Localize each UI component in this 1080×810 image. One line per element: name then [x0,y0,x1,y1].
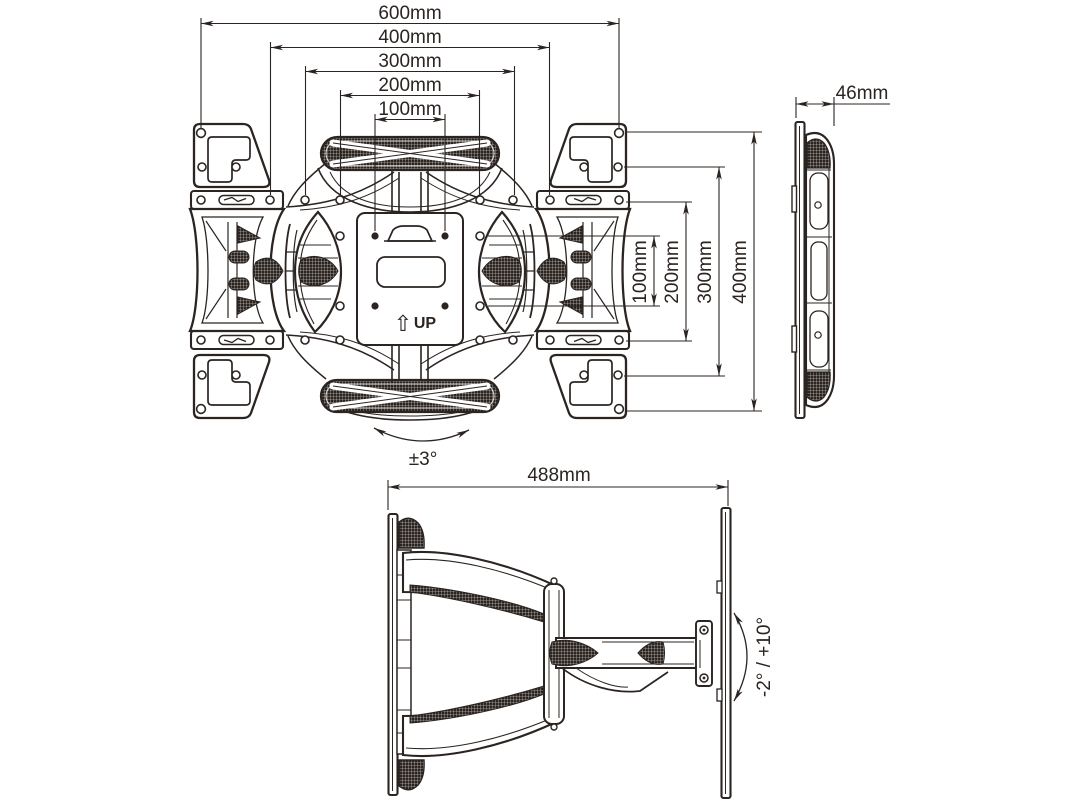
dim-v-300mm [624,166,725,377]
lower-arm [401,680,558,758]
dim-v-200mm [626,201,692,342]
vesa-hole [371,302,379,310]
side-rail-left [188,207,286,333]
dim-label-v-300mm: 300mm [695,240,716,303]
tilt-angle-label: -2° / +10° [754,617,775,697]
vertical-dimensions [488,131,762,412]
wall-bracket [695,620,713,687]
crescent-arm-left [293,210,343,334]
rail-band-top-right [535,189,631,211]
dim-label-300mm: 300mm [378,51,441,72]
side-view: 46mm [791,83,890,420]
dim-label-100mm: 100mm [378,99,441,120]
horizontal-dimensions [200,18,620,231]
middle-arm [549,637,699,693]
depth-dimension: 46mm [795,83,890,126]
dim-200mm [339,90,481,195]
swivel-angle-label: ±3° [409,449,438,470]
corner-plate-bottom-left [192,353,271,420]
up-label: UP [414,315,437,332]
horizontal-dimension-labels: 600mm 400mm 300mm 200mm 100mm [378,3,441,120]
extension-dimension: 488mm [387,465,729,510]
vertical-dimension-labels: 100mm 200mm 300mm 400mm [630,240,751,303]
arm-neck-top [391,169,429,226]
side-view-wall-plate [791,120,806,420]
disc-holes [300,195,518,345]
dim-400mm [269,42,551,195]
corner-plate-top-right [549,122,628,189]
wall-plate-side [716,506,732,800]
crescent-arm-right [477,210,527,334]
dim-label-v-200mm: 200mm [662,240,683,303]
arm-neck-bottom [391,346,429,383]
top-tv-arm-pad [319,135,501,172]
front-view: ⇧ UP [188,3,762,470]
rail-band-bottom-right [535,329,631,351]
extension-dim-label: 488mm [527,465,590,486]
dim-600mm [200,18,620,128]
extended-arm-view: 488mm [387,465,775,800]
dim-v-400mm [625,131,762,412]
tilt-angle-annotation: -2° / +10° [733,612,775,702]
vesa-hole [441,232,449,240]
bottom-tv-arm-pad [319,378,501,414]
corner-plate-top-left [192,122,271,189]
rail-band-bottom-left [189,329,285,351]
depth-dim-label: 46mm [836,83,889,104]
dim-label-600mm: 600mm [378,3,441,24]
swivel-angle-annotation: ±3° [373,427,470,470]
vesa-hole [371,232,379,240]
dim-label-v-100mm: 100mm [630,240,651,303]
vesa-hole [441,302,449,310]
dim-label-400mm: 400mm [378,27,441,48]
side-view-bracket-profile [804,131,836,409]
up-arrow-icon: ⇧ [394,311,412,336]
dim-label-v-400mm: 400mm [730,240,751,303]
side-rail-right [534,207,632,333]
dim-label-200mm: 200mm [378,75,441,96]
center-vesa-plate: ⇧ UP [356,212,464,346]
corner-plate-bottom-right [549,353,628,420]
upper-arm [401,550,558,628]
dim-300mm [304,66,516,195]
dim-100mm [374,114,446,231]
rail-band-top-left [189,189,285,211]
dim-v-100mm [488,235,660,307]
